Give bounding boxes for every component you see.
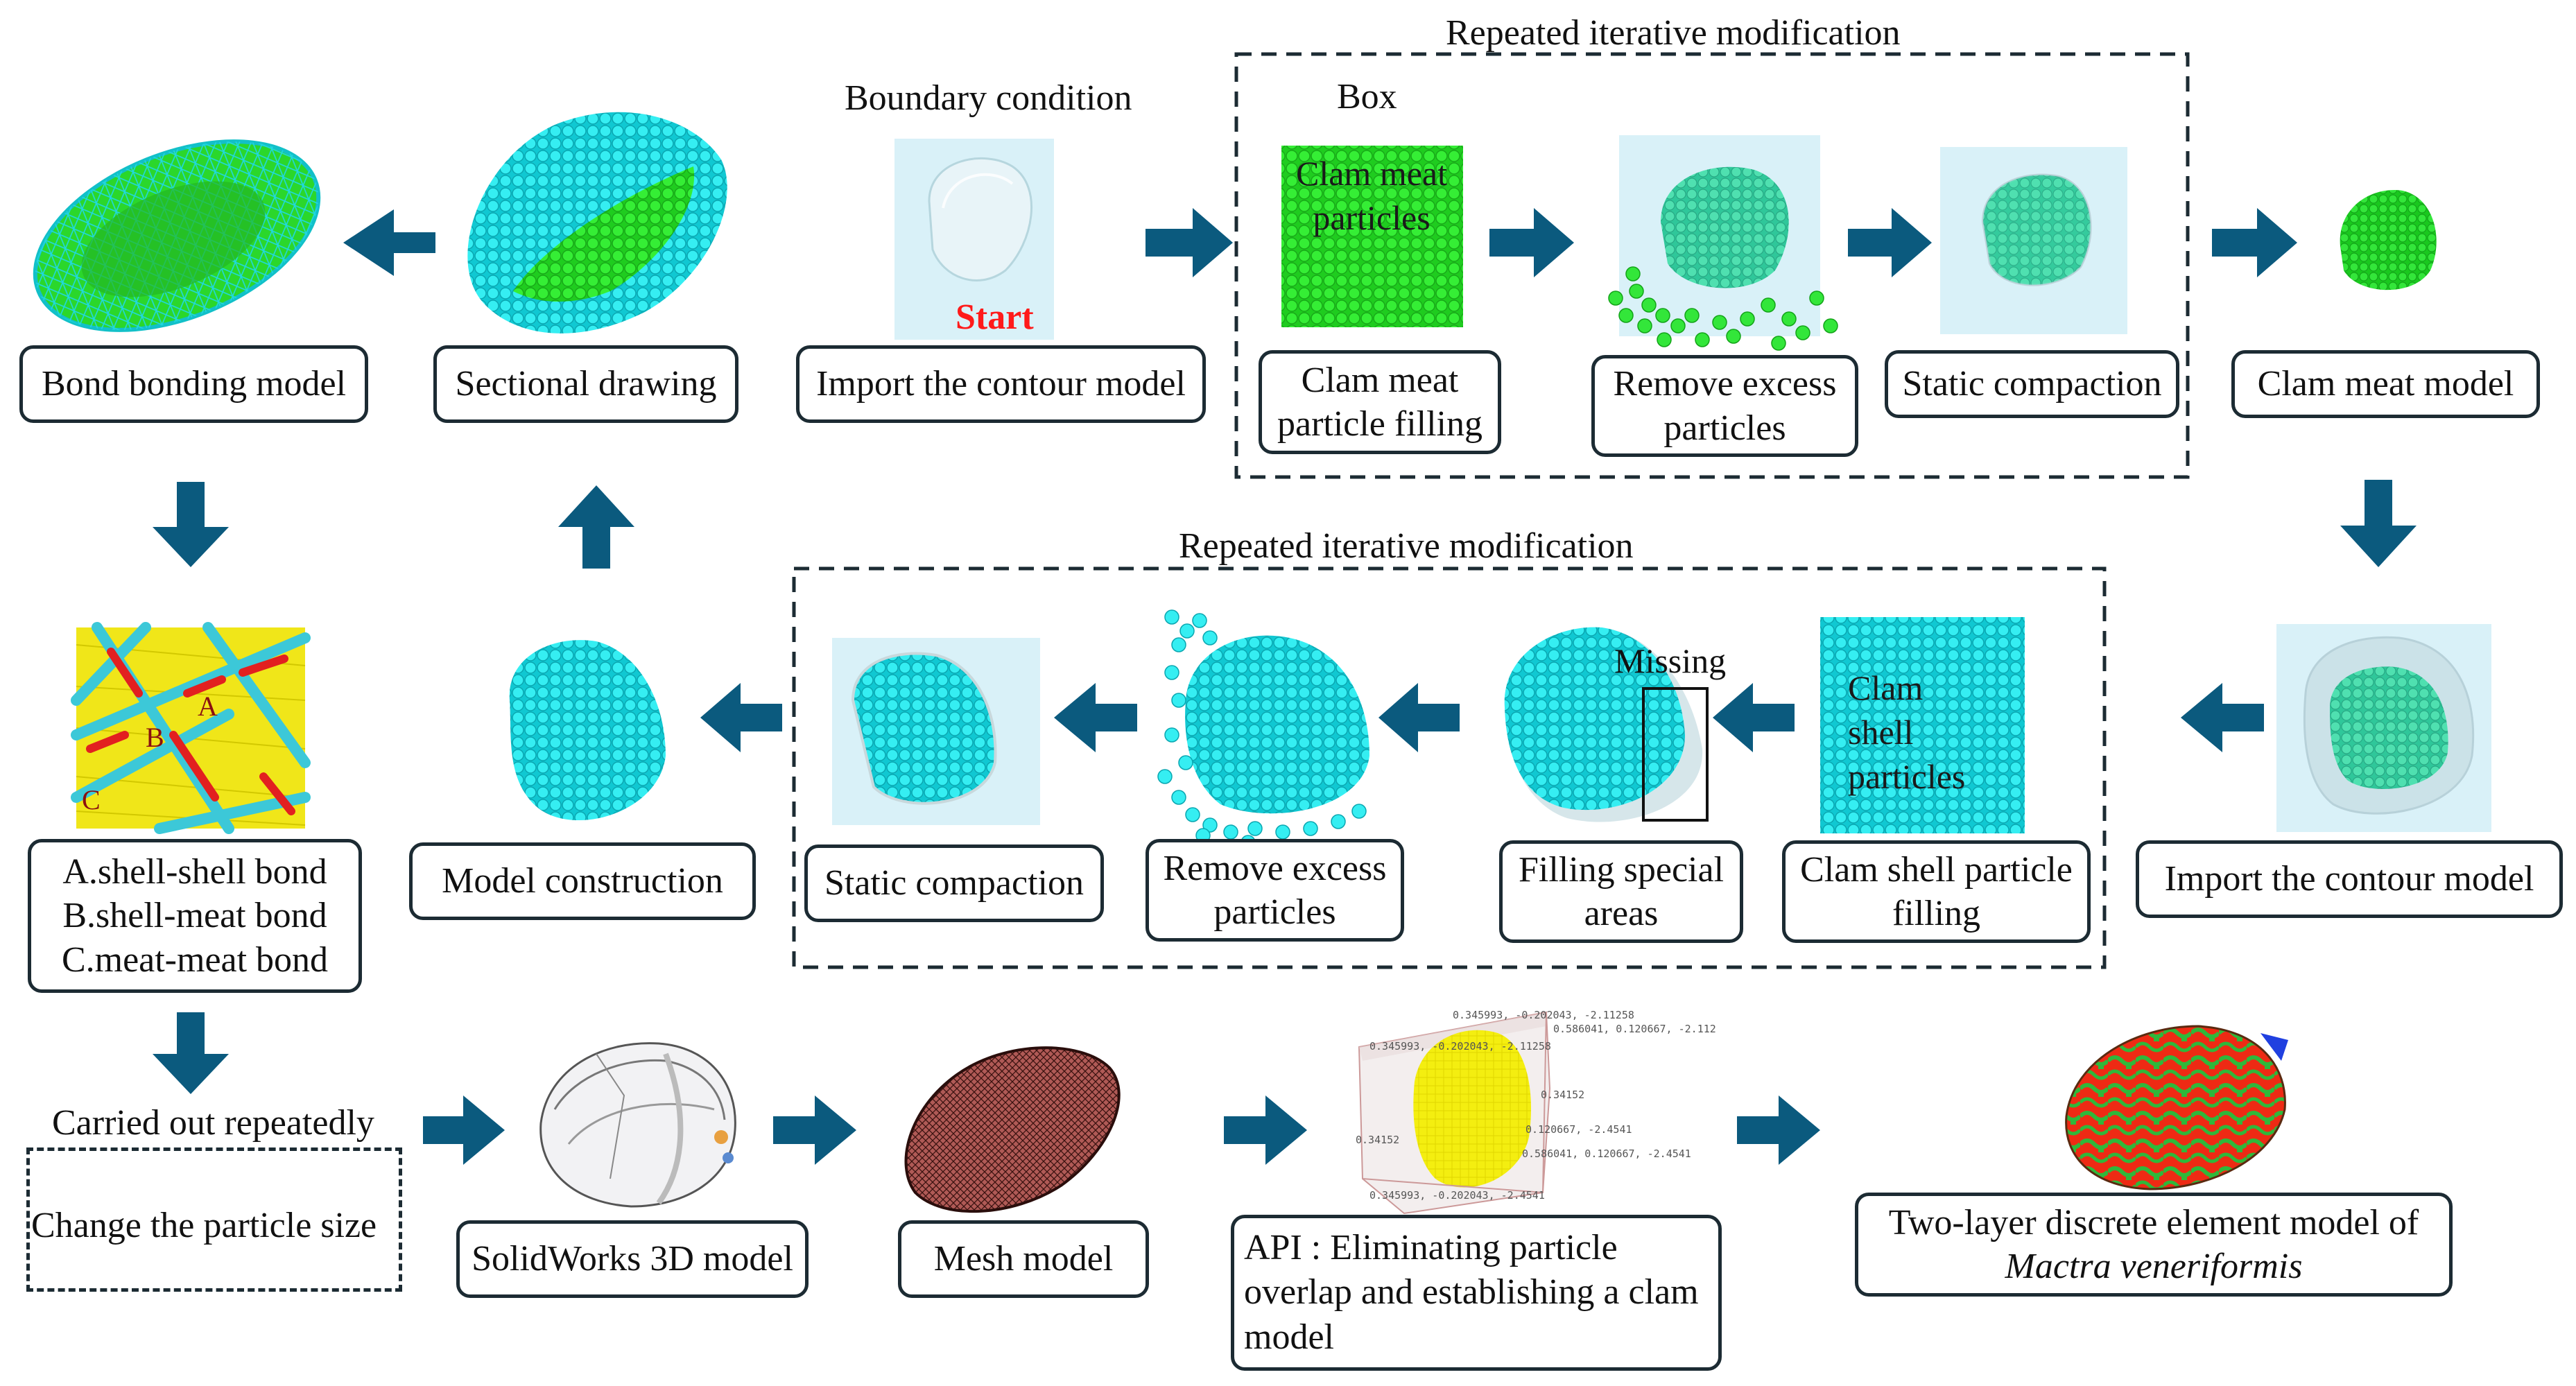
- arrow-right-b3: [1224, 1095, 1307, 1165]
- arrow-left-m1: [700, 683, 782, 752]
- carried-out-repeatedly-label: Carried out repeatedly: [52, 1103, 374, 1143]
- clam-meat-model-image: [2340, 190, 2437, 291]
- clam-shell-particles-label: Clam shell particles: [1848, 668, 1966, 796]
- bond-bonding-image: [33, 139, 321, 332]
- iterative-title-top: Repeated iterative modification: [1446, 13, 1901, 53]
- arrow-left-m2: [1054, 683, 1137, 752]
- arrow-right-top5: [2212, 208, 2297, 277]
- clam-shell-box-image: [1820, 617, 2025, 833]
- import-contour-mid-image: [2276, 624, 2491, 832]
- static-compaction-mid-image: [832, 638, 1040, 825]
- mesh-model-box: Mesh model: [898, 1220, 1149, 1298]
- solidworks-model-box: SolidWorks 3D model: [456, 1220, 809, 1298]
- api-coord-3: 0.345993, -0.202043, -2.11258: [1369, 1040, 1551, 1053]
- clam-meat-particle-filling-box: Clam meat particle filling: [1259, 350, 1501, 454]
- api-coord-6: 0.586041, 0.120667, -2.4541: [1522, 1147, 1691, 1160]
- final-model-box: Two-layer discrete element model of Mact…: [1855, 1193, 2453, 1297]
- arrow-down-left: [153, 482, 229, 567]
- arrow-down-right: [2340, 480, 2417, 567]
- arrow-up-mid: [558, 485, 634, 569]
- bond-legend-a: A.shell-shell bond: [62, 851, 327, 892]
- api-coord-5: 0.120667, -2.4541: [1525, 1123, 1632, 1136]
- missing-label: Missing: [1614, 641, 1727, 680]
- arrow-right-top4: [1848, 208, 1932, 277]
- api-coord-8: 0.345993, -0.202043, -2.4541: [1369, 1189, 1545, 1202]
- arrow-right-b4: [1737, 1095, 1820, 1165]
- bond-letter-c: C: [82, 784, 101, 815]
- change-particle-size-frame: [26, 1147, 402, 1292]
- bond-letter-a: A: [198, 691, 218, 722]
- api-coord-4: 0.34152: [1541, 1089, 1585, 1101]
- static-compaction-box-top: Static compaction: [1885, 350, 2179, 418]
- final-model-prefix: Two-layer discrete element model of: [1888, 1202, 2419, 1242]
- arrow-right-top2: [1146, 208, 1233, 277]
- filling-special-image: [1504, 627, 1709, 822]
- bond-closeup-image: [71, 622, 311, 834]
- static-compaction-box-mid: Static compaction: [804, 844, 1104, 922]
- change-particle-size-label: Change the particle size: [31, 1206, 377, 1245]
- bond-legend-box: A.shell-shell bond B.shell-meat bond C.m…: [28, 839, 362, 993]
- model-construction-image: [509, 640, 666, 821]
- arrow-right-b2: [773, 1095, 856, 1165]
- sectional-drawing-image: [467, 112, 727, 333]
- api-coord-1: 0.345993, -0.202043, -2.11258: [1453, 1009, 1634, 1021]
- final-model-image: [2065, 1025, 2288, 1190]
- sectional-drawing-box: Sectional drawing: [433, 345, 738, 423]
- arrow-left-m4: [1713, 683, 1795, 752]
- arrow-right-top3: [1489, 208, 1574, 277]
- model-construction-box: Model construction: [409, 842, 756, 920]
- missing-box: [1642, 687, 1709, 822]
- remove-excess-particles-box-mid: Remove excess particles: [1146, 839, 1404, 942]
- bond-bonding-model-box: Bond bonding model: [19, 345, 368, 423]
- clam-meat-particles-label: Clam meat particles: [1296, 154, 1447, 237]
- iterative-title-middle: Repeated iterative modification: [1179, 526, 1634, 566]
- arrows: [153, 208, 2417, 1165]
- remove-excess-top-image: [1608, 135, 1838, 351]
- final-model-of-species: Mactra veneriformis: [2005, 1247, 2303, 1286]
- api-coord-2: 0.586041, 0.120667, -2.112: [1553, 1023, 1716, 1035]
- bond-legend-c: C.meat-meat bond: [61, 939, 329, 980]
- clam-meat-box-image: [1281, 146, 1463, 327]
- solidworks-image: [539, 1042, 736, 1208]
- arrow-left-m5: [2181, 683, 2264, 752]
- start-label: Start: [956, 297, 1034, 337]
- iterative-frame-middle: [792, 566, 2107, 969]
- bond-letter-b: B: [146, 722, 164, 753]
- bond-legend-b: B.shell-meat bond: [62, 896, 327, 936]
- import-contour-model-box-top: Import the contour model: [796, 345, 1206, 423]
- boundary-contour-image: [894, 139, 1054, 340]
- clam-meat-model-box: Clam meat model: [2231, 350, 2540, 418]
- remove-excess-mid-image: [1157, 609, 1369, 850]
- api-coord-7: 0.34152: [1356, 1134, 1400, 1146]
- box-label: Box: [1337, 77, 1397, 116]
- arrow-down-bottom: [153, 1012, 229, 1094]
- arrow-right-b1: [423, 1095, 505, 1165]
- boundary-condition-label: Boundary condition: [845, 78, 1132, 118]
- api-box: API : Eliminating particle overlap and e…: [1231, 1215, 1722, 1371]
- filling-special-areas-box: Filling special areas: [1499, 840, 1743, 943]
- remove-excess-particles-box-top: Remove excess particles: [1591, 355, 1858, 457]
- arrow-left-m3: [1378, 683, 1460, 752]
- static-compaction-top-image: [1940, 147, 2127, 334]
- arrow-left-top1: [343, 209, 435, 276]
- clam-shell-particle-filling-box: Clam shell particle filling: [1782, 840, 2091, 943]
- iterative-frame-top: [1234, 52, 2190, 479]
- mesh-model-image: [904, 1046, 1121, 1213]
- api-image: [1358, 1011, 1551, 1215]
- import-contour-model-box-mid: Import the contour model: [2136, 840, 2563, 918]
